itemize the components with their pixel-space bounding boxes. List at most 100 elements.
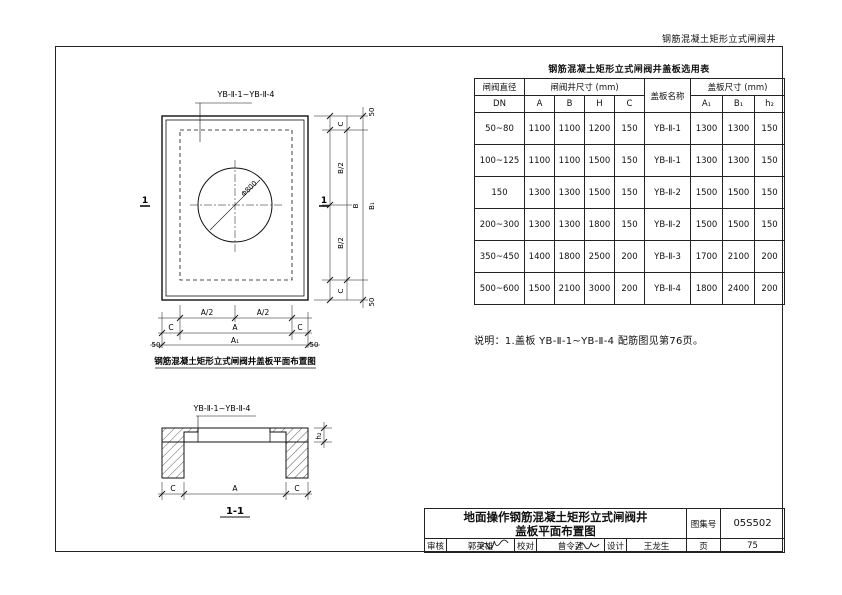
cell-a: 1300 [524, 176, 555, 209]
right-wall-hatch [269, 427, 309, 479]
cell-b1: 2100 [722, 240, 756, 273]
cover-outer-outline [161, 115, 309, 301]
cell-b1: 2400 [722, 272, 756, 305]
cell-c: 200 [613, 240, 646, 273]
cell-a1: 1700 [690, 240, 724, 273]
header-col-h2: h₂ [754, 95, 786, 113]
cell-cover-name: YB-Ⅱ-1 [644, 112, 692, 145]
dim-c-top: C [337, 121, 345, 126]
cell-c: 150 [613, 176, 646, 209]
cell-b: 2100 [554, 272, 585, 305]
check-label: 校对 [514, 538, 537, 553]
selection-table-title: 钢筋混凝土矩形立式闸阀井盖板选用表 [548, 65, 710, 75]
well-opening-outline [179, 129, 293, 281]
cell-a1: 1300 [690, 112, 724, 145]
title-block: 地面操作钢筋混凝土矩形立式闸阀井 盖板平面布置图 图集号 05S502 审核 郭… [423, 508, 786, 553]
cell-h2: 150 [754, 208, 786, 241]
section-marker-right: 1 [321, 196, 327, 206]
cell-b1: 1300 [722, 144, 756, 177]
header-dn-top: 闸阀直径 [474, 78, 525, 96]
header-col-h: H [584, 95, 615, 113]
header-col-a1: A₁ [690, 95, 724, 113]
dim-fifty-bottom: 50 [368, 298, 376, 307]
cover-plan-view [140, 102, 368, 369]
cell-b: 1300 [554, 176, 585, 209]
cell-c: 150 [613, 112, 646, 145]
section-view [158, 415, 332, 518]
cell-b: 1800 [554, 240, 585, 273]
dim-fifty-right: 50 [310, 341, 319, 349]
note-text: 说明：1.盖板 YB-Ⅱ-1~YB-Ⅱ-4 配筋图见第76页。 [474, 336, 704, 347]
cell-a: 1400 [524, 240, 555, 273]
cell-b1: 1500 [722, 208, 756, 241]
dim-a1: A₁ [231, 336, 239, 345]
cell-h2: 150 [754, 112, 786, 145]
cell-cover-name: YB-Ⅱ-4 [644, 272, 692, 305]
table-row: 50~80 1100 1100 1200 150 YB-Ⅱ-1 1300 130… [474, 112, 786, 145]
checker-signature [576, 541, 600, 551]
cell-cover-name: YB-Ⅱ-1 [644, 144, 692, 177]
dim-a-half-left: A/2 [201, 308, 214, 317]
table-row: 150 1300 1300 1500 150 YB-Ⅱ-2 1500 1500 … [474, 176, 786, 209]
dim-b-half-bottom: B/2 [337, 237, 345, 249]
header-cover-name: 盖板名称 [644, 78, 692, 113]
atlas-number: 05S502 [720, 508, 786, 539]
cell-b1: 1300 [722, 112, 756, 145]
dim-b-half-top: B/2 [337, 162, 345, 174]
cell-dn: 150 [474, 176, 525, 209]
cell-h: 1200 [584, 112, 615, 145]
section-caption: 1-1 [226, 506, 244, 517]
dim-c-left: C [168, 323, 173, 332]
plan-leader-label: YB-Ⅱ-1~YB-Ⅱ-4 [216, 90, 274, 99]
cell-h2: 200 [754, 240, 786, 273]
cover-inner-outline [165, 119, 305, 297]
dim-b1: B₁ [368, 202, 376, 210]
dim-h2: h₂ [315, 432, 323, 439]
dim-c-bottom: C [337, 288, 345, 293]
plan-caption: 钢筋混凝土矩形立式闸阀井盖板平面布置图 [154, 356, 316, 367]
selection-table: 闸阀直径 闸阀井尺寸 (mm) 盖板名称 盖板尺寸 (mm) DN A B H … [474, 78, 786, 305]
table-row: 350~450 1400 1800 2500 200 YB-Ⅱ-3 1700 2… [474, 240, 786, 273]
cell-c: 150 [613, 208, 646, 241]
cell-a1: 1500 [690, 176, 724, 209]
dim-fifty-top: 50 [368, 108, 376, 117]
cell-h2: 150 [754, 176, 786, 209]
header-dn-bottom: DN [474, 95, 525, 113]
cell-b1: 1500 [722, 176, 756, 209]
cell-cover-name: YB-Ⅱ-3 [644, 240, 692, 273]
cell-a: 1100 [524, 144, 555, 177]
design-label: 设计 [604, 538, 627, 553]
header-col-b1: B₁ [722, 95, 756, 113]
title-block-title: 地面操作钢筋混凝土矩形立式闸阀井 盖板平面布置图 [423, 508, 688, 539]
atlas-label: 图集号 [686, 508, 722, 539]
cell-b: 1100 [554, 112, 585, 145]
cell-cover-name: YB-Ⅱ-2 [644, 208, 692, 241]
cell-h2: 150 [754, 144, 786, 177]
table-row: 100~125 1100 1100 1500 150 YB-Ⅱ-1 1300 1… [474, 144, 786, 177]
section-leader-label: YB-Ⅱ-1~YB-Ⅱ-4 [192, 404, 250, 413]
cell-a: 1100 [524, 112, 555, 145]
diameter-line [209, 179, 261, 231]
title-line-1: 地面操作钢筋混凝土矩形立式闸阀井 [463, 509, 648, 524]
reviewer-cell: 郭英雄 [446, 538, 515, 553]
left-wall-hatch [161, 427, 199, 479]
section-dim-a: A [232, 484, 238, 493]
cell-h: 1500 [584, 144, 615, 177]
dim-c-right: C [297, 323, 302, 332]
cell-h: 1800 [584, 208, 615, 241]
designer-cell: 王龙生 [625, 538, 688, 553]
page-number: 75 [720, 538, 786, 553]
page-label: 页 [686, 538, 722, 553]
cell-c: 200 [613, 272, 646, 305]
header-col-c: C [613, 95, 646, 113]
header-cover-group: 盖板尺寸 (mm) [690, 78, 786, 96]
section-marker-left: 1 [142, 196, 148, 206]
cell-dn: 350~450 [474, 240, 525, 273]
title-line-2: 盖板平面布置图 [515, 523, 596, 538]
cell-dn: 500~600 [474, 272, 525, 305]
header-col-b: B [554, 95, 585, 113]
cell-a1: 1300 [690, 144, 724, 177]
review-label: 审核 [424, 538, 447, 553]
reviewer-name: 郭英雄 [467, 541, 494, 552]
cell-a1: 1800 [690, 272, 724, 305]
